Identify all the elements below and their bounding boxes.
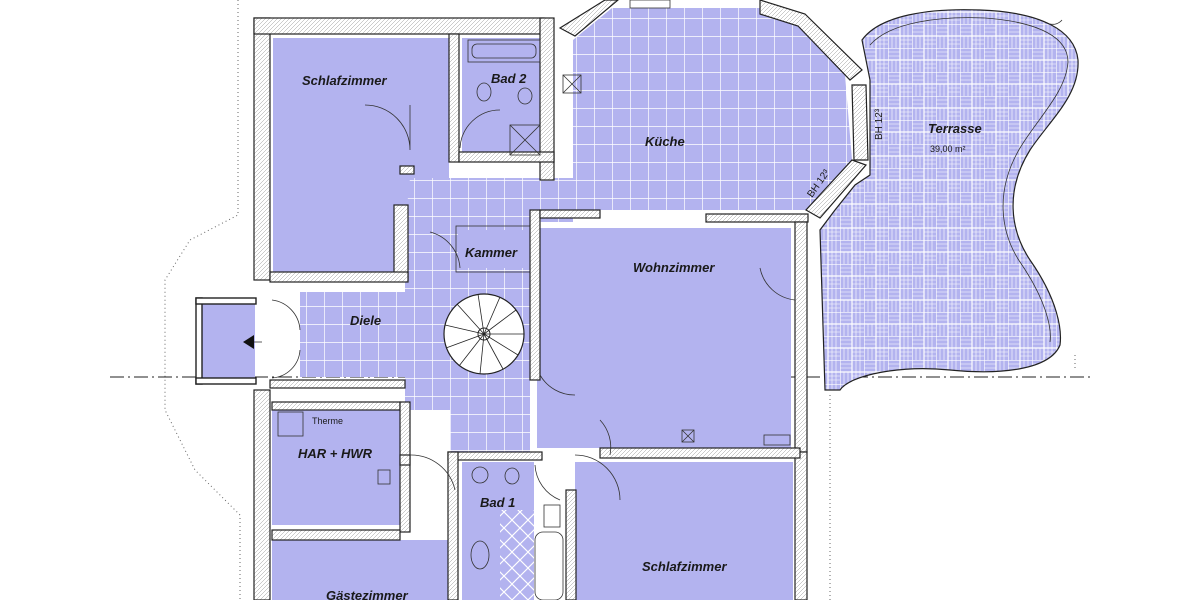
room-gaestezimmer — [272, 540, 448, 600]
room-schlafzimmer-south — [575, 462, 793, 600]
label-kammer: Kammer — [465, 245, 518, 260]
room-kammer — [458, 230, 530, 268]
bad-1-tiles — [500, 510, 534, 600]
room-diele — [300, 292, 405, 377]
room-wohnzimmer — [537, 228, 791, 448]
label-gaestezimmer: Gästezimmer — [326, 588, 409, 600]
room-kueche — [573, 8, 852, 210]
label-wohnzimmer: Wohnzimmer — [633, 260, 715, 275]
eave-outline — [164, 0, 1076, 600]
room-bad-2 — [462, 38, 544, 162]
label-bad-2: Bad 2 — [491, 71, 527, 86]
label-terrasse-area: 39,00 m² — [930, 144, 966, 154]
label-schlafzimmer-south: Schlafzimmer — [642, 559, 727, 574]
label-therme: Therme — [312, 416, 343, 426]
spiral-staircase — [443, 293, 525, 375]
label-bad-1: Bad 1 — [480, 495, 515, 510]
label-diele: Diele — [350, 313, 381, 328]
label-har-hwr: HAR + HWR — [298, 446, 373, 461]
label-schlafzimmer-north: Schlafzimmer — [302, 73, 387, 88]
room-har-hwr — [272, 410, 402, 525]
label-terrasse: Terrasse — [928, 121, 982, 136]
label-kueche: Küche — [645, 134, 685, 149]
terrace-surface — [819, 9, 1079, 391]
label-bh-east: BH 12³ — [874, 108, 885, 140]
